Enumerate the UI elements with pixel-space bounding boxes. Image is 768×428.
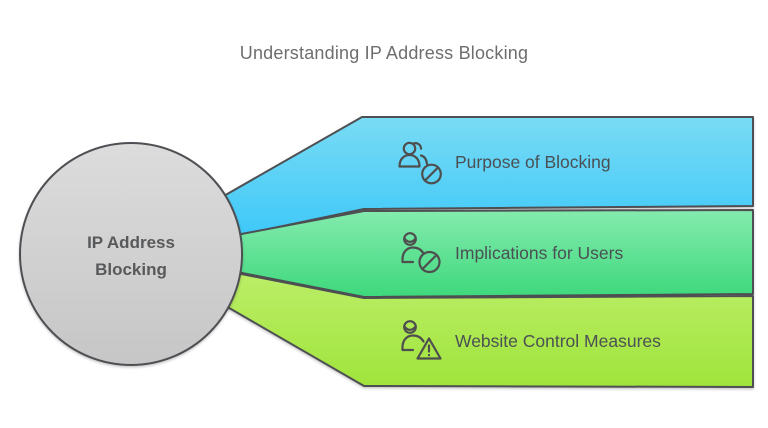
center-node-label-line2: Blocking <box>95 260 167 279</box>
center-node-circle <box>19 142 243 366</box>
branch-label-control: Website Control Measures <box>455 331 661 351</box>
branch-label-purpose: Purpose of Blocking <box>455 152 611 172</box>
diagram-title: Understanding IP Address Blocking <box>239 43 529 63</box>
center-node-label-line1: IP Address <box>87 233 175 252</box>
branch-label-implications: Implications for Users <box>455 243 623 263</box>
user-blocked-icon <box>401 232 441 274</box>
users-blocked-icon <box>398 141 442 185</box>
user-warning-icon <box>401 320 442 360</box>
